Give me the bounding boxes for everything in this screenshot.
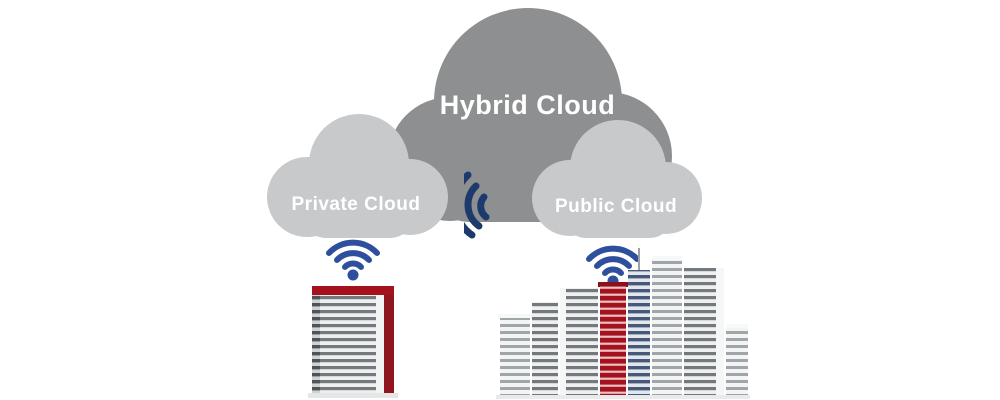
private-building bbox=[308, 286, 398, 398]
red-tower bbox=[600, 286, 626, 397]
private-cloud-label: Private Cloud bbox=[291, 194, 421, 215]
antenna bbox=[638, 248, 640, 272]
hybrid-cloud-label: Hybrid Cloud bbox=[439, 90, 616, 120]
buildings-layer bbox=[308, 248, 750, 399]
private-cloud-shape bbox=[267, 114, 448, 238]
signal-link-icon bbox=[464, 171, 490, 239]
public-cloud-shape bbox=[532, 120, 702, 238]
wifi-broadcast-icon bbox=[326, 239, 380, 281]
public-skyline bbox=[496, 248, 750, 399]
public-cloud-label: Public Cloud bbox=[554, 196, 678, 217]
wifi-dot bbox=[347, 269, 359, 281]
